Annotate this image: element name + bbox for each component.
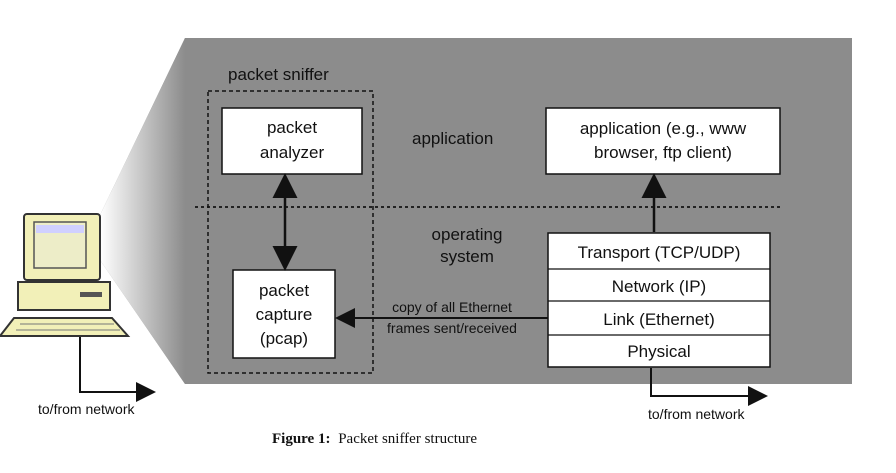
os-layer-label-1: operating — [432, 225, 503, 244]
application-layer-label: application — [412, 129, 493, 148]
computer-icon — [0, 213, 131, 337]
packet-capture-box — [232, 269, 336, 359]
packet-capture-line-3: (pcap) — [260, 329, 308, 348]
application-box-line-1: application (e.g., www — [580, 119, 747, 138]
stack-layer-link: Link (Ethernet) — [603, 310, 715, 329]
stack-layer-transport: Transport (TCP/UDP) — [578, 243, 741, 262]
zoom-beam — [100, 38, 185, 384]
application-box — [545, 107, 781, 175]
figure-caption-prefix: Figure 1: — [272, 431, 330, 447]
packet-sniffer-title: packet sniffer — [228, 65, 329, 84]
figure-caption: Figure 1: Packet sniffer structure — [272, 431, 477, 447]
copy-label-1: copy of all Ethernet — [392, 299, 512, 315]
stack-layer-network: Network (IP) — [612, 277, 706, 296]
stack-layer-physical: Physical — [627, 342, 690, 361]
copy-label-2: frames sent/received — [387, 320, 517, 336]
right-network-label: to/from network — [648, 406, 745, 422]
left-network-arrow — [79, 337, 156, 402]
packet-capture-line-2: capture — [256, 305, 313, 324]
application-box-line-2: browser, ftp client) — [594, 143, 732, 162]
figure-caption-text: Packet sniffer structure — [338, 431, 477, 447]
left-network-label: to/from network — [38, 401, 135, 417]
right-network-arrow — [650, 368, 768, 406]
os-layer-label-2: system — [440, 247, 494, 266]
packet-analyzer-box — [221, 107, 363, 175]
packet-capture-line-1: packet — [259, 281, 309, 300]
packet-analyzer-line-2: analyzer — [260, 143, 325, 162]
protocol-stack — [547, 232, 771, 368]
packet-sniffer-region — [207, 90, 374, 374]
packet-analyzer-line-1: packet — [267, 118, 317, 137]
